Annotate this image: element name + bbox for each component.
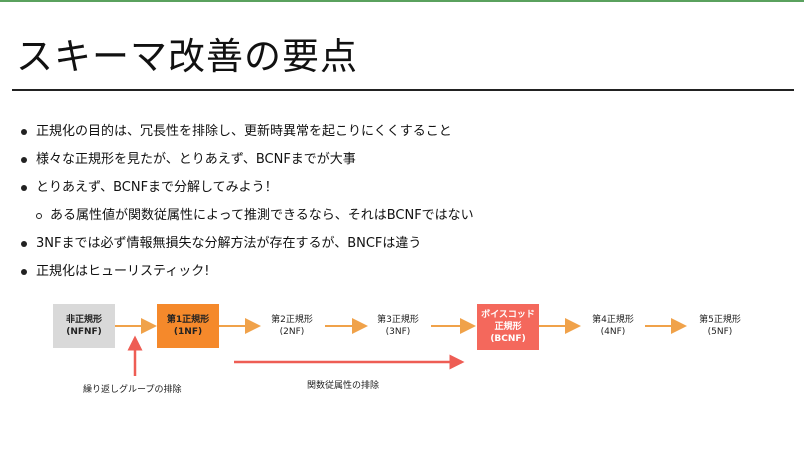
node-label: (2NF) xyxy=(279,327,305,337)
node-label: 第2正規形 xyxy=(271,315,313,325)
bullet-item: 様々な正規形を見たが、とりあえず、BCNFまでが大事 xyxy=(36,152,356,167)
node-label: 第5正規形 xyxy=(699,315,741,325)
node-1nf: 第1正規形 (1NF) xyxy=(157,304,219,348)
title-divider xyxy=(12,89,794,91)
bullet-item: 正規化の目的は、冗長性を排除し、更新時異常を起こりにくくすること xyxy=(36,124,452,139)
node-label: (1NF) xyxy=(173,327,203,337)
slide-title: スキーマ改善の要点 xyxy=(16,35,358,78)
bullet-marker xyxy=(21,129,27,135)
node-label: (NFNF) xyxy=(66,327,102,337)
node-bcnf: ボイスコッド 正規形 (BCNF) xyxy=(477,304,539,350)
node-label: (BCNF) xyxy=(490,334,526,344)
node-label: (3NF) xyxy=(385,327,411,337)
node-label: 第3正規形 xyxy=(377,315,419,325)
node-label: 第4正規形 xyxy=(592,315,634,325)
node-label: (5NF) xyxy=(707,327,733,337)
bullet-item: とりあえず、BCNFまで分解してみよう！ xyxy=(36,180,278,195)
node-label: ボイスコッド xyxy=(481,310,535,320)
sub-bullet-marker xyxy=(36,213,42,219)
label-repeating-groups: 繰り返しグループの排除 xyxy=(83,385,182,395)
node-2nf: 第2正規形 (2NF) xyxy=(257,314,327,338)
node-label: (4NF) xyxy=(600,327,626,337)
sub-bullet-item: ある属性値が関数従属性によって推測できるなら、それはBCNFではない xyxy=(50,208,474,223)
bullet-marker xyxy=(21,185,27,191)
bullet-item: 3NFまでは必ず情報無損失な分解方法が存在するが、BNCFは違う xyxy=(36,236,422,251)
top-accent-line xyxy=(0,0,804,2)
node-4nf: 第4正規形 (4NF) xyxy=(578,314,648,338)
node-label: 第1正規形 xyxy=(166,315,210,325)
node-nfnf: 非正規形 (NFNF) xyxy=(53,304,115,348)
bullet-marker xyxy=(21,241,27,247)
node-label: 正規形 xyxy=(494,322,522,332)
bullet-marker xyxy=(21,269,27,275)
node-5nf: 第5正規形 (5NF) xyxy=(685,314,755,338)
label-functional-dependency: 関数従属性の排除 xyxy=(307,381,380,391)
bullet-item: 正規化はヒューリスティック! xyxy=(36,264,210,279)
bullet-marker xyxy=(21,157,27,163)
node-label: 非正規形 xyxy=(65,315,102,325)
node-3nf: 第3正規形 (3NF) xyxy=(363,314,433,338)
